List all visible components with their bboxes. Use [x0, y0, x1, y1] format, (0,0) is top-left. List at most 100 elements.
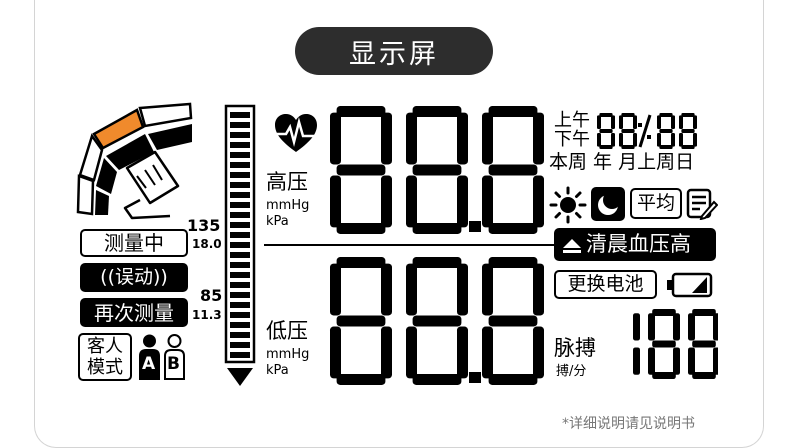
bar-segment — [230, 322, 250, 328]
segment-d — [488, 374, 538, 385]
segment-f — [330, 263, 341, 316]
diastolic-digits — [330, 257, 544, 385]
digit — [657, 113, 675, 149]
pulse-unit: 搏/分 — [556, 364, 587, 379]
error-motion-label: ((误动)) — [100, 266, 168, 288]
segment-c — [381, 326, 392, 379]
segment-g — [412, 164, 462, 176]
segment-a — [681, 113, 695, 117]
user-a-label: A — [142, 354, 156, 374]
digit — [619, 113, 637, 149]
scale-high-kpa: 18.0 — [192, 237, 222, 251]
segment-d — [659, 145, 673, 149]
battery-icon — [667, 272, 713, 298]
segment-c — [611, 133, 615, 147]
segment-a — [599, 113, 613, 117]
segment-d — [652, 372, 676, 379]
digit — [406, 106, 468, 234]
bar-segment — [230, 312, 250, 318]
digit — [597, 113, 615, 149]
measuring-badge: 测量中 — [80, 229, 188, 257]
morning-high-label: 清晨血压高 — [586, 232, 691, 256]
segment-c — [633, 133, 637, 147]
pm-label: 下午 — [554, 129, 590, 150]
bar-segment — [230, 242, 250, 248]
digit — [679, 113, 697, 149]
bar-segment — [230, 192, 250, 198]
bar-segment — [230, 212, 250, 218]
pulse-digits — [633, 309, 718, 379]
segment-e — [619, 133, 623, 147]
segment-f — [679, 115, 683, 129]
bar-segment — [230, 172, 250, 178]
title-pill: 显示屏 — [295, 27, 493, 75]
average-badge: 平均 — [630, 188, 682, 219]
segment-e — [406, 175, 417, 228]
scale-low: 85 — [200, 286, 223, 305]
bar-segment — [230, 292, 250, 298]
diastolic-label: 低压 — [266, 319, 308, 343]
segment-b — [533, 112, 544, 165]
segment-d — [599, 145, 613, 149]
segment-c — [713, 347, 718, 375]
segment-a — [659, 113, 673, 117]
segment-b — [457, 112, 468, 165]
segment-b — [633, 313, 640, 341]
bar-segment — [230, 182, 250, 188]
bar-segment — [230, 112, 250, 118]
bar-segment — [230, 262, 250, 268]
segment-b — [381, 112, 392, 165]
segment-e — [482, 326, 493, 379]
segment-b — [671, 115, 675, 129]
segment-a — [412, 106, 462, 117]
segment-c — [533, 175, 544, 228]
indicator-arc — [76, 102, 193, 220]
bar-segment — [230, 302, 250, 308]
moon-icon — [591, 187, 625, 221]
segment-c — [381, 175, 392, 228]
segment-b — [533, 263, 544, 316]
segment-f — [482, 263, 493, 316]
digit — [482, 257, 544, 385]
segment-e — [597, 133, 601, 147]
footnote: *详细说明请见说明书 — [562, 416, 695, 432]
segment-g — [599, 129, 613, 133]
average-label: 平均 — [636, 192, 675, 214]
segment-c — [633, 347, 640, 375]
segment-f — [330, 112, 341, 165]
digit — [330, 257, 392, 385]
segment-g — [488, 315, 538, 327]
clock-minutes — [657, 113, 697, 149]
segment-f — [648, 313, 655, 341]
segment-e — [679, 133, 683, 147]
systolic-label: 高压 — [266, 170, 308, 194]
segment-a — [652, 309, 676, 316]
systolic-digits — [330, 106, 544, 234]
user-b-label: B — [167, 354, 180, 374]
bar-segment — [230, 252, 250, 258]
digit — [482, 106, 544, 234]
decimal-point — [469, 221, 481, 232]
systolic-unit-mmhg: mmHg — [266, 198, 310, 213]
bar-segment — [230, 162, 250, 168]
morning-high-badge: 清晨血压高 — [554, 228, 716, 261]
segment-d — [621, 145, 635, 149]
bar-segment — [230, 122, 250, 128]
segment-e — [330, 175, 341, 228]
segment-c — [673, 347, 680, 375]
segment-f — [482, 112, 493, 165]
guest-mode-line2: 模式 — [87, 356, 123, 378]
segment-d — [336, 374, 386, 385]
segment-g — [652, 340, 676, 348]
bar-segment — [230, 232, 250, 238]
segment-b — [713, 313, 718, 341]
segment-g — [336, 164, 386, 176]
segment-c — [671, 133, 675, 147]
segment-g — [621, 129, 635, 133]
segment-f — [406, 112, 417, 165]
segment-b — [611, 115, 615, 129]
am-label: 上午 — [554, 110, 590, 131]
segment-e — [657, 133, 661, 147]
digit — [633, 313, 640, 375]
segment-b — [633, 115, 637, 129]
